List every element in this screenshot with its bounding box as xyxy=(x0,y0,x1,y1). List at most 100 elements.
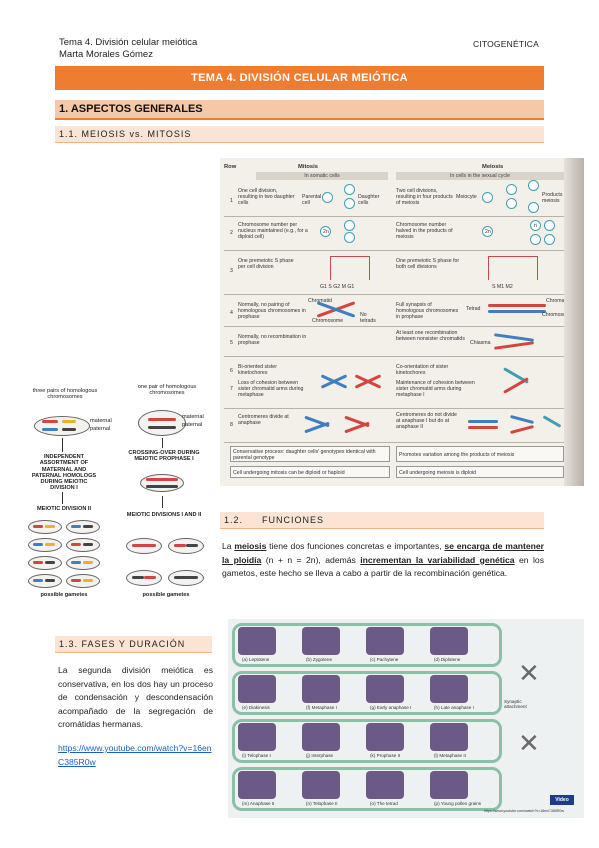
running-header: Tema 4. División celular meiótica Marta … xyxy=(59,37,197,61)
youtube-link[interactable]: https://www.youtube.com/watch?v=16enC385… xyxy=(58,743,212,767)
video-url: https://www.youtube.com/watch?v=16enC385… xyxy=(484,809,565,813)
down-arrow-icon xyxy=(162,438,163,448)
chromosome-blue xyxy=(33,543,43,546)
micrograph-late-anaphase-i xyxy=(430,675,468,703)
table-cell-meiosis: One premeiotic S phase for both cell div… xyxy=(396,258,460,270)
possible-gametes-label: possible gametes xyxy=(142,592,190,598)
photo-caption: (n) Telophase II xyxy=(306,801,338,806)
down-arrow-icon xyxy=(62,492,63,504)
chromosome-red xyxy=(468,426,498,429)
chromosome-yellow xyxy=(45,543,55,546)
table-row-number: 7 xyxy=(230,386,233,392)
micrograph-pollen-grains xyxy=(430,771,468,799)
figure-step-label: INDEPENDENT ASSORTMENT OF MATERNAL AND P… xyxy=(31,454,97,492)
cell-cycle-ticks: G1 S G2 M G1 xyxy=(320,284,355,290)
chromosome-red xyxy=(33,561,43,564)
text-run: en los gametos, este hecho se lleva a ca… xyxy=(222,554,544,579)
chromosome-red xyxy=(510,424,534,435)
figure-step-label: CROSSING-OVER DURING MEIOTIC PROPHASE I xyxy=(128,450,200,463)
cell-diagram xyxy=(344,220,355,231)
photo-caption: (k) Prophase II xyxy=(370,753,401,758)
micrograph-interphase xyxy=(302,723,340,751)
table-cell-mitosis: Normally, no pairing of homologous chrom… xyxy=(238,302,306,320)
micrograph-anaphase-ii xyxy=(238,771,276,799)
table-row-number: 4 xyxy=(230,310,233,316)
subsection-heading-funciones: 1.2. FUNCIONES xyxy=(220,512,544,529)
chromosome-blue xyxy=(71,561,81,564)
table-footer-mitosis: Conservative process: daughter cells' ge… xyxy=(233,449,376,461)
photo-caption: (a) Leptotene xyxy=(242,657,270,662)
cell-diagram xyxy=(506,198,517,209)
table-divider xyxy=(224,250,564,251)
table-divider xyxy=(224,326,564,327)
chromosome-red xyxy=(503,377,529,394)
table-bar-meiosis: In cells in the sexual cycle xyxy=(396,172,564,180)
micrograph-early-anaphase-i xyxy=(366,675,404,703)
micrograph-tetrad xyxy=(366,771,404,799)
figure-label: one pair of homologous chromosomes xyxy=(137,384,197,397)
down-arrow-icon xyxy=(62,438,63,452)
header-subject: CITOGENÉTICA xyxy=(472,39,539,49)
highlight-meiosis: meiosis xyxy=(234,541,267,551)
table-cell-meiosis: Centromeres do not divide at anaphase I … xyxy=(396,412,457,430)
micrograph-zygotene xyxy=(302,627,340,655)
table-cell-label: Daughter cells xyxy=(358,194,380,206)
chromosome-red xyxy=(146,478,178,481)
cell-diagram xyxy=(320,226,331,237)
chiasma-label: Chiasma xyxy=(470,340,491,346)
subsection-title: FUNCIONES xyxy=(262,515,325,525)
nucleus-oval xyxy=(34,416,90,436)
maternal-label: maternal xyxy=(182,414,204,420)
table-cell-meiosis: At least one recombination between nonsi… xyxy=(396,330,465,342)
table-cell-mitosis: One premeiotic S phase per cell division xyxy=(238,258,294,270)
cell-diagram xyxy=(482,226,493,237)
table-col-meiosis: Meiosis xyxy=(482,164,504,170)
sequence-loop xyxy=(232,671,502,715)
micrograph-metaphase-ii xyxy=(430,723,468,751)
chromosome-teal xyxy=(542,415,562,428)
sequence-loop xyxy=(232,719,502,763)
maternal-label: maternal xyxy=(90,418,112,424)
chromosome-blue xyxy=(42,428,58,431)
photo-caption: (g) Early anaphase I xyxy=(370,705,412,710)
chromosome-yellow xyxy=(83,579,93,582)
table-cell-label: Parental cell xyxy=(302,194,322,206)
synaptic-label: Synaptic attachment xyxy=(504,699,527,709)
tetrad-label: Tetrad xyxy=(466,306,481,312)
sequence-loop xyxy=(232,767,502,811)
ploidy-label: 2n xyxy=(485,229,491,235)
video-badge[interactable]: Video xyxy=(550,795,574,805)
text-run: (n + n = 2n), además xyxy=(261,554,361,565)
table-cell-meiosis: Two cell divisions, resulting in four pr… xyxy=(396,188,453,206)
micrograph-metaphase-i xyxy=(302,675,340,703)
chromosome-blue xyxy=(33,579,43,582)
cell-diagram xyxy=(344,232,355,243)
table-row-number: 2 xyxy=(230,230,233,236)
independent-assortment-figure: three pairs of homologous chromosomes on… xyxy=(28,380,210,604)
chromosome-black xyxy=(62,428,76,431)
subsection-number: 1.2. xyxy=(224,515,244,525)
chromosome-black xyxy=(146,485,178,488)
table-row-number: 1 xyxy=(230,198,233,204)
photo-caption: (h) Late anaphase I xyxy=(434,705,474,710)
mitosis-meiosis-comparison-figure: Row Mitosis Meiosis In somatic cells In … xyxy=(220,158,584,486)
chromosome-black xyxy=(186,544,198,547)
photo-caption: (d) Diplotene xyxy=(434,657,461,662)
subsection-heading-fases: 1.3. FASES Y DURACIÓN xyxy=(55,636,212,653)
chromosome-red xyxy=(71,543,81,546)
chromosome-yellow xyxy=(83,561,93,564)
chromosome-black xyxy=(45,561,55,564)
table-divider xyxy=(224,442,564,443)
table-row-number: 5 xyxy=(230,340,233,346)
table-cell-meiosis: Co-orientation of sister kinetochores xyxy=(396,364,449,376)
table-col-mitosis: Mitosis xyxy=(298,164,318,170)
photo-caption: (b) Zygotene xyxy=(306,657,333,662)
meiosis-phases-photo-figure: (a) Leptotene (b) Zygotene (c) Pachytene… xyxy=(228,619,584,818)
figure-step-label: MEIOTIC DIVISIONS I AND II xyxy=(126,512,202,518)
table-cell-mitosis: One cell division, resulting in two daug… xyxy=(238,188,295,206)
chromosome-red xyxy=(488,304,546,307)
cell-diagram xyxy=(530,220,541,231)
cell-diagram xyxy=(506,184,517,195)
chromosome-label: Chromosome xyxy=(542,312,574,318)
photo-caption: (l) Metaphase II xyxy=(434,753,466,758)
